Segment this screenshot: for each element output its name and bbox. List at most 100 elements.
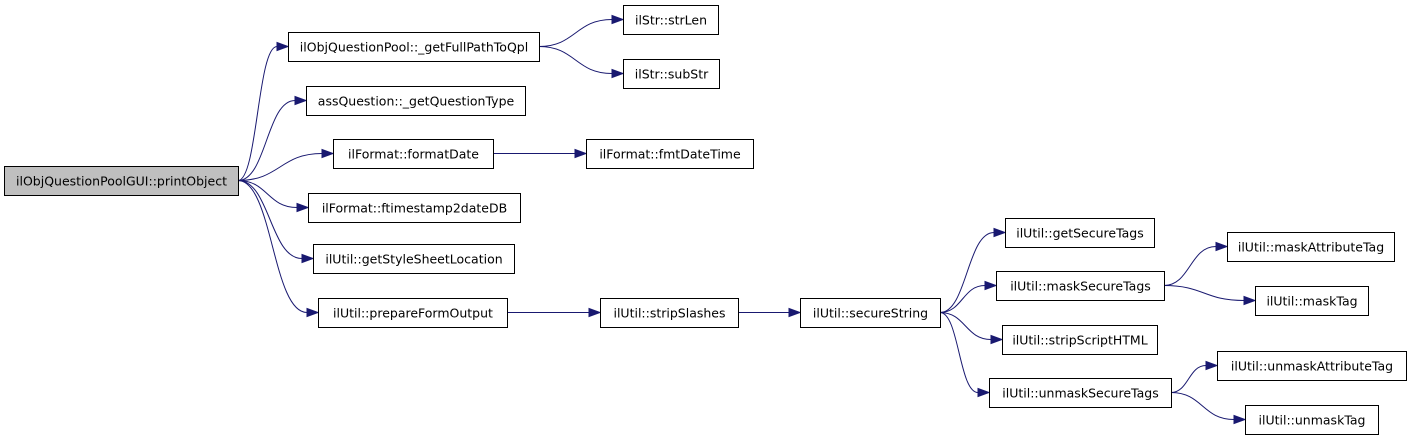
node-box[interactable] (623, 59, 720, 89)
edge-root-to-get-full-path (237, 41, 290, 181)
node-box[interactable] (800, 298, 941, 328)
node-box[interactable] (1227, 232, 1395, 262)
edge-root-to-get-qtype (237, 95, 308, 181)
node-get-full-path[interactable]: ilObjQuestionPool::_getFullPathToQpl (288, 32, 540, 62)
arrowhead-icon (993, 227, 1007, 238)
node-strip-slashes[interactable]: ilUtil::stripSlashes (600, 298, 739, 328)
node-label: ilUtil::unmaskTag (1259, 413, 1366, 428)
node-label: ilObjQuestionPool::_getFullPathToQpl (300, 40, 528, 55)
node-box[interactable] (586, 139, 754, 169)
node-label: ilUtil::prepareFormOutput (333, 306, 493, 321)
arrowhead-icon (588, 307, 602, 318)
node-label: ilFormat::fmtDateTime (599, 147, 741, 162)
node-label: ilUtil::unmaskSecureTags (1002, 386, 1158, 401)
edge-secure-string-to-get-secure-tags (939, 227, 1007, 313)
node-fmt-date-time[interactable]: ilFormat::fmtDateTime (586, 139, 754, 169)
edge-root-to-prepare-form (237, 180, 320, 318)
node-box[interactable] (1245, 405, 1379, 435)
edge-secure-string-to-strip-script (939, 312, 1004, 345)
edge-line (237, 46, 278, 181)
node-label: ilStr::strLen (635, 13, 707, 28)
node-box[interactable] (1002, 325, 1158, 355)
node-label: ilStr::subStr (635, 67, 709, 82)
node-sub-str[interactable]: ilStr::subStr (623, 59, 720, 89)
node-style-sheet[interactable]: ilUtil::getStyleSheetLocation (313, 244, 515, 274)
node-box[interactable] (313, 244, 515, 274)
arrowhead-icon (321, 148, 335, 159)
node-label: ilUtil::stripScriptHTML (1012, 333, 1147, 348)
node-label: ilUtil::maskAttributeTag (1238, 240, 1384, 255)
edge-prepare-form-to-strip-slashes (507, 307, 602, 318)
arrowhead-icon (990, 334, 1004, 345)
node-root[interactable]: ilObjQuestionPoolGUI::printObject (4, 166, 239, 196)
arrowhead-icon (984, 280, 998, 291)
arrowhead-icon (1205, 360, 1219, 371)
arrowhead-icon (306, 307, 320, 318)
arrowhead-icon (276, 41, 290, 52)
edge-line (939, 312, 992, 340)
arrowhead-icon (611, 14, 625, 25)
node-secure-string[interactable]: ilUtil::secureString (800, 298, 941, 328)
edge-unmask-secure-tags-to-unmask-attr-tag (1170, 360, 1219, 393)
node-box[interactable] (288, 32, 540, 62)
node-label: ilObjQuestionPoolGUI::printObject (16, 174, 227, 189)
node-box[interactable] (4, 166, 239, 196)
arrowhead-icon (296, 202, 310, 213)
edge-line (1170, 365, 1207, 393)
node-label: ilUtil::stripSlashes (613, 306, 725, 321)
edge-strip-slashes-to-secure-string (738, 307, 802, 318)
edge-line (237, 153, 323, 181)
node-mask-attr-tag[interactable]: ilUtil::maskAttributeTag (1227, 232, 1395, 262)
edge-root-to-format-date (237, 148, 335, 181)
node-box[interactable] (308, 193, 521, 223)
node-unmask-secure-tags[interactable]: ilUtil::unmaskSecureTags (989, 378, 1172, 408)
edge-get-full-path-to-str-len (538, 14, 625, 47)
arrowhead-icon (301, 253, 315, 264)
edge-line (1163, 246, 1217, 286)
node-ftimestamp[interactable]: ilFormat::ftimestamp2dateDB (308, 193, 521, 223)
edge-line (538, 19, 613, 47)
node-unmask-attr-tag[interactable]: ilUtil::unmaskAttributeTag (1217, 351, 1407, 381)
arrowhead-icon (611, 68, 625, 79)
node-mask-tag[interactable]: ilUtil::maskTag (1255, 286, 1369, 316)
node-label: ilFormat::formatDate (348, 147, 479, 162)
edge-line (939, 232, 995, 313)
node-mask-secure-tags[interactable]: ilUtil::maskSecureTags (996, 271, 1165, 301)
arrowhead-icon (1243, 295, 1257, 306)
node-label: ilUtil::getSecureTags (1016, 226, 1144, 241)
node-format-date[interactable]: ilFormat::formatDate (333, 139, 494, 169)
arrowhead-icon (574, 148, 588, 159)
nodes-layer: ilObjQuestionPoolGUI::printObject ilObjQu… (4, 5, 1407, 435)
edge-unmask-secure-tags-to-unmask-tag (1170, 392, 1247, 425)
edge-line (1170, 392, 1235, 420)
node-strip-script[interactable]: ilUtil::stripScriptHTML (1002, 325, 1158, 355)
node-box[interactable] (996, 271, 1165, 301)
node-label: ilUtil::secureString (813, 306, 928, 321)
node-box[interactable] (333, 139, 494, 169)
node-box[interactable] (318, 298, 508, 328)
edge-root-to-ftimestamp (237, 180, 310, 213)
node-box[interactable] (623, 5, 719, 35)
node-label: ilUtil::maskTag (1266, 294, 1357, 309)
edge-line (939, 312, 979, 393)
node-prepare-form[interactable]: ilUtil::prepareFormOutput (318, 298, 508, 328)
edge-line (538, 46, 613, 74)
arrowhead-icon (788, 307, 802, 318)
node-box[interactable] (1005, 218, 1155, 248)
node-get-secure-tags[interactable]: ilUtil::getSecureTags (1005, 218, 1155, 248)
node-unmask-tag[interactable]: ilUtil::unmaskTag (1245, 405, 1379, 435)
node-box[interactable] (989, 378, 1172, 408)
arrowhead-icon (1215, 241, 1229, 252)
edge-format-date-to-fmt-date-time (492, 148, 588, 159)
node-box[interactable] (1217, 351, 1407, 381)
edge-line (237, 100, 296, 181)
node-box[interactable] (1255, 286, 1369, 316)
edge-secure-string-to-unmask-secure-tags (939, 312, 991, 398)
node-get-qtype[interactable]: assQuestion::_getQuestionType (306, 86, 526, 116)
node-box[interactable] (306, 86, 526, 116)
node-str-len[interactable]: ilStr::strLen (623, 5, 719, 35)
edge-line (939, 285, 986, 313)
edge-mask-secure-tags-to-mask-attr-tag (1163, 241, 1229, 286)
node-box[interactable] (600, 298, 739, 328)
